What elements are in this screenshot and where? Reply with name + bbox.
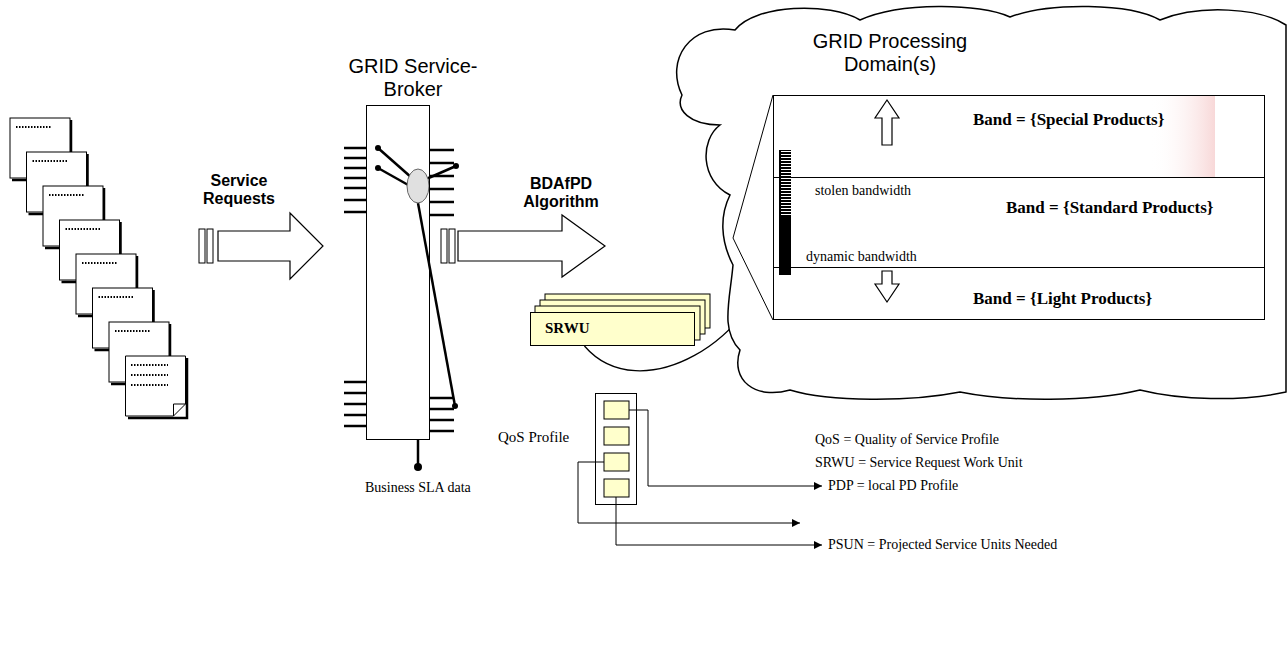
broker-joints bbox=[375, 145, 459, 471]
shift-arrow bbox=[875, 271, 899, 302]
band-note: stolen bandwidth bbox=[815, 183, 911, 199]
data-source-label: Business SLA data bbox=[365, 480, 471, 496]
profile-slots bbox=[604, 401, 629, 497]
definition-text: QoS = Quality of Service Profile bbox=[815, 432, 999, 448]
node-frame bbox=[366, 105, 430, 440]
service-broker: GRID Service-Broker bbox=[330, 55, 500, 445]
node-text: SRWU bbox=[545, 320, 589, 337]
band-note: dynamic bandwidth bbox=[806, 249, 917, 265]
work-unit-box: SRWU bbox=[530, 312, 695, 346]
node-text: GRID Service-Broker bbox=[348, 55, 478, 101]
broker-hub bbox=[407, 169, 429, 203]
request-arrow bbox=[199, 213, 323, 279]
node-text: Band = {Light Products} bbox=[973, 289, 1152, 309]
leader-lines bbox=[578, 410, 822, 545]
node-text: GRID Processing Domain(s) bbox=[785, 0, 995, 76]
node-text: Band = {Standard Products} bbox=[1006, 198, 1213, 218]
processing-cloud: GRID Processing Domain(s) Band = {Special… bbox=[660, 0, 1287, 405]
definition-text: PSUN = Projected Service Units Needed bbox=[828, 537, 1057, 553]
highlight-shade bbox=[1150, 96, 1215, 177]
node-frame bbox=[595, 393, 637, 505]
flow-label: BDAfPD Algorithm bbox=[518, 175, 604, 211]
document-page bbox=[126, 356, 188, 418]
qos-profile: QoS Profile bbox=[498, 393, 639, 506]
node-text: Band = {Special Products} bbox=[973, 110, 1164, 130]
zoom-line bbox=[733, 95, 773, 238]
shift-arrow bbox=[875, 100, 899, 145]
cloud-outline bbox=[677, 6, 1286, 399]
dispatch-arrow bbox=[441, 215, 605, 277]
zoom-line bbox=[733, 238, 773, 320]
node-text: QoS Profile bbox=[498, 429, 593, 446]
product-band: Band = {Light Products} bbox=[773, 268, 1265, 320]
document-stack bbox=[10, 118, 187, 418]
definition-text: PDP = local PD Profile bbox=[828, 478, 958, 494]
bandwidth-bar bbox=[779, 150, 791, 216]
bandwidth-bar bbox=[779, 150, 791, 275]
product-band: Band = {Special Products} bbox=[773, 95, 1265, 178]
broker-switch bbox=[344, 148, 456, 466]
definition-text: SRWU = Service Request Work Unit bbox=[815, 455, 1023, 471]
flow-label: Service Requests bbox=[200, 172, 278, 208]
